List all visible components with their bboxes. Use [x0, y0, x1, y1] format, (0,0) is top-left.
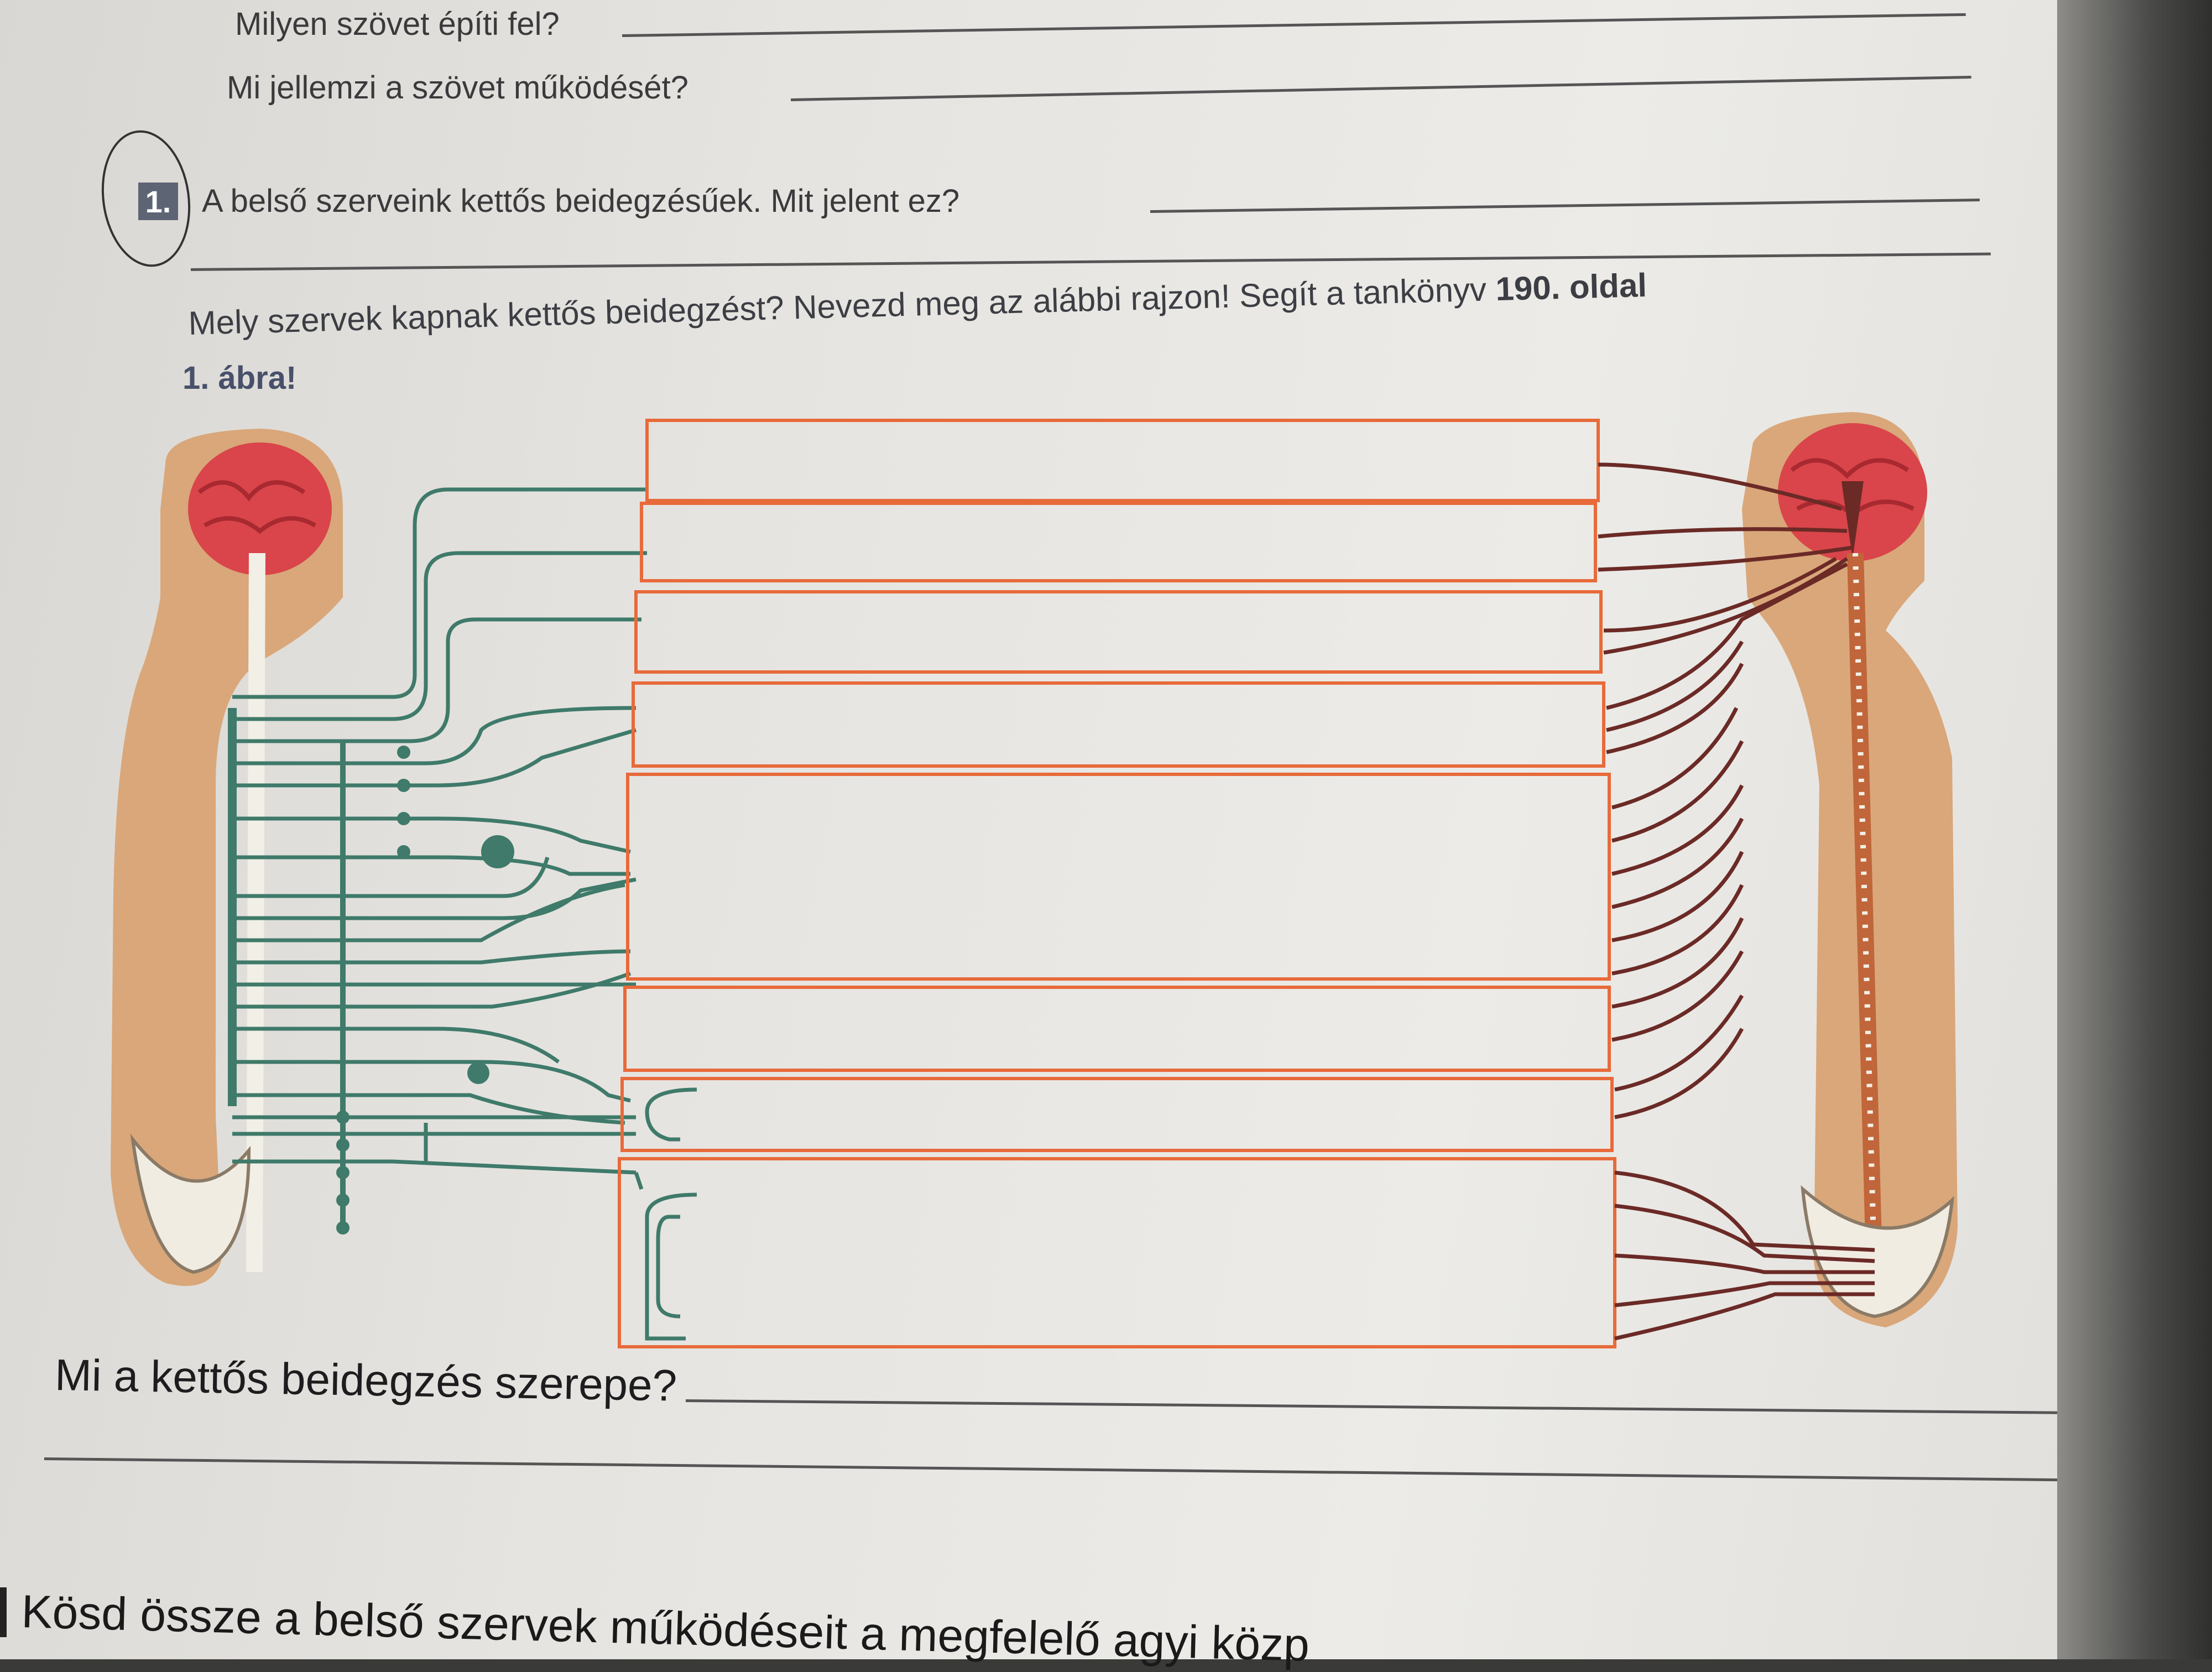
organ-label-boxes [618, 419, 1616, 1348]
tissue-question: Milyen szövet építi fel? [235, 6, 560, 42]
tissue-function-question: Mi jellemzi a szövet működését? [227, 70, 688, 106]
page-reference: 190. oldal [1495, 266, 1647, 308]
double-innervation-diagram [111, 412, 1958, 1348]
label-box[interactable] [634, 590, 1603, 674]
label-box[interactable] [632, 681, 1605, 768]
role-question: Mi a kettős beidegzés szerepe? [54, 1350, 677, 1410]
right-body-figure [1598, 412, 1958, 1341]
task-instruction: Mely szervek kapnak kettős beidegzést? N… [187, 259, 2013, 342]
answer-line[interactable] [685, 1399, 2085, 1415]
task-number-badge: 1. [138, 183, 178, 220]
double-innervation-question: A belső szerveink kettős beidegzésűek. M… [202, 183, 960, 219]
left-pelvis [130, 1133, 251, 1274]
task-marker [0, 1587, 7, 1637]
book-edge [2057, 0, 2212, 1659]
label-box[interactable] [618, 1157, 1616, 1348]
sympathetic-nerves [232, 487, 697, 1341]
answer-line[interactable] [791, 76, 1971, 101]
left-body-figure [111, 429, 697, 1341]
instruction-text: Mely szervek kapnak kettős beidegzést? N… [187, 270, 1496, 342]
answer-line[interactable] [1150, 199, 1980, 213]
ganglion [481, 835, 514, 868]
chain-ganglia [336, 746, 410, 1235]
worksheet-page: Milyen szövet építi fel? Mi jellemzi a s… [0, 0, 2090, 1671]
label-box[interactable] [626, 773, 1611, 981]
answer-line[interactable] [622, 13, 1966, 37]
label-box[interactable] [645, 419, 1600, 502]
answer-line[interactable] [44, 1457, 2090, 1482]
label-box[interactable] [620, 1077, 1614, 1152]
label-box[interactable] [640, 502, 1597, 582]
figure-reference: 1. ábra! [182, 360, 297, 396]
ganglion [467, 1062, 489, 1084]
parasympathetic-nerves [1598, 462, 1875, 1341]
next-task-heading: Kösd össze a belső szervek működéseit a … [20, 1585, 1311, 1671]
label-box[interactable] [623, 986, 1611, 1072]
left-brain [188, 442, 332, 575]
